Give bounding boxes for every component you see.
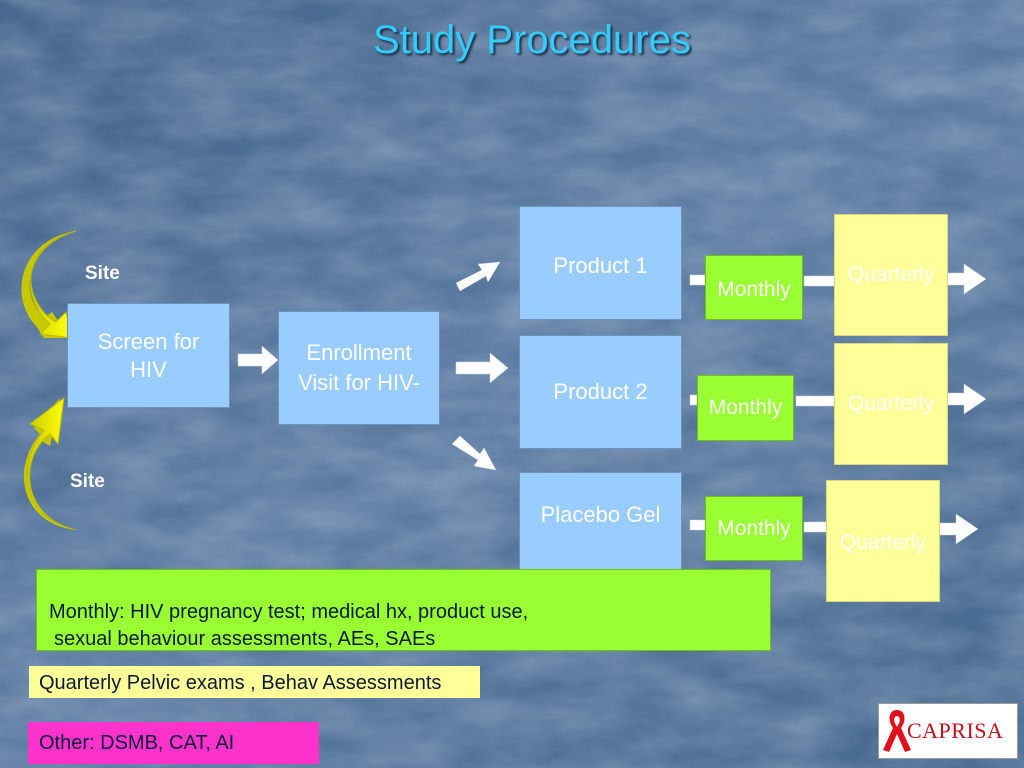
placebo-gel-box: Placebo Gel — [519, 472, 682, 572]
site-label-upper: Site — [85, 263, 120, 284]
product2-box: Product 2 — [519, 335, 682, 449]
other-legend-text: Other: DSMB, CAT, AI — [39, 732, 235, 754]
aids-ribbon-icon — [883, 710, 911, 752]
quarterly-box-product1: Quarterly — [834, 214, 948, 336]
page-title: Study Procedures — [373, 18, 691, 62]
screen-for-hiv-box: Screen for HIV — [67, 303, 230, 408]
logo-text: CAPRISA — [907, 718, 1004, 743]
quarterly-box-product2: Quarterly — [834, 343, 948, 465]
monthly-box-placebo: Monthly — [705, 496, 803, 561]
quarterly-legend-text: Quarterly Pelvic exams , Behav Assessmen… — [39, 672, 442, 694]
quarterly-legend-box: Quarterly Pelvic exams , Behav Assessmen… — [29, 666, 480, 698]
site-label-lower: Site — [70, 471, 105, 492]
other-legend-box: Other: DSMB, CAT, AI — [28, 722, 319, 764]
enrollment-visit-box: Enrollment Visit for HIV- — [278, 311, 440, 425]
monthly-box-product1: Monthly — [705, 255, 803, 320]
monthly-box-product2: Monthly — [697, 375, 794, 441]
monthly-legend-line1: Monthly: HIV pregnancy test; medical hx,… — [49, 601, 529, 623]
monthly-legend-line2: sexual behaviour assessments, AEs, SAEs — [54, 628, 436, 650]
caprisa-logo: CAPRISA — [878, 703, 1018, 759]
monthly-legend-box: Monthly: HIV pregnancy test; medical hx,… — [36, 569, 771, 651]
quarterly-box-placebo: Quarterly — [826, 480, 940, 602]
product1-box: Product 1 — [519, 206, 682, 320]
